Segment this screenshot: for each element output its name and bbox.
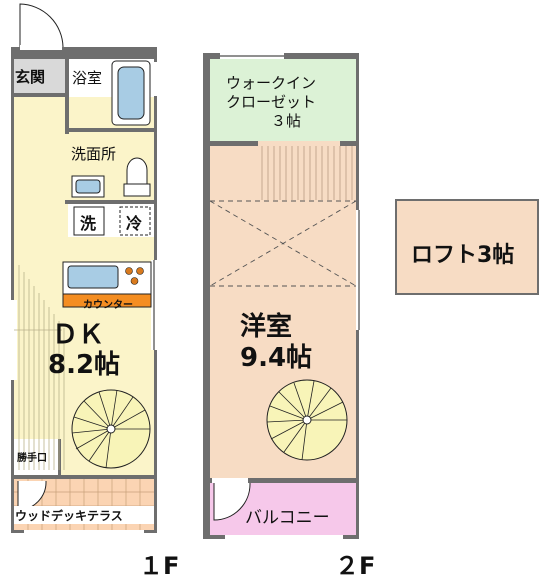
genkan-label: 玄関 xyxy=(15,68,46,86)
counter-band xyxy=(62,293,152,308)
bath-label: 浴室 xyxy=(72,69,103,87)
floor2-plan xyxy=(203,53,362,539)
western-room-label: 洋室 xyxy=(240,312,293,342)
partition-wall xyxy=(14,475,154,479)
stair-treads xyxy=(261,146,353,200)
back-door-label: 勝手口 xyxy=(17,453,47,464)
washroom-label: 洗面所 xyxy=(71,145,117,163)
fridge-box xyxy=(119,206,151,236)
stair-treads xyxy=(14,265,65,470)
deck-label-backdrop xyxy=(14,506,154,524)
wash-basin-bowl xyxy=(75,179,101,194)
window xyxy=(151,62,157,96)
floor1-label: １F xyxy=(139,552,180,580)
stove-burner xyxy=(130,277,139,285)
sink xyxy=(67,265,119,289)
toilet-bowl xyxy=(126,157,148,185)
floor2-label: ２F xyxy=(335,552,376,580)
walk-in-closet xyxy=(210,59,356,141)
partition-wall xyxy=(58,439,61,475)
loft-area xyxy=(395,199,539,295)
entry-door-opening xyxy=(20,45,62,50)
fridge-label: 冷 xyxy=(126,214,143,233)
closet-label-line1: ウォークイン xyxy=(226,74,317,92)
western-room-size-label: 9.4帖 xyxy=(240,343,313,373)
partition-wall xyxy=(65,200,154,204)
balcony-label: バルコニー xyxy=(245,508,330,528)
loft-label: ロフト3帖 xyxy=(411,243,515,268)
washer-label: 洗 xyxy=(80,214,97,233)
balcony-door-opening xyxy=(212,478,248,483)
window xyxy=(24,530,144,533)
toilet-tank xyxy=(123,183,151,197)
back-door-area xyxy=(14,439,58,475)
deck-label: ウッドデッキテラス xyxy=(15,509,123,523)
loft-void-outline xyxy=(209,200,357,287)
closet-door-opening xyxy=(258,141,340,146)
balcony-door-swing xyxy=(213,482,251,521)
counter-label: カウンター xyxy=(83,300,133,311)
stove-burner xyxy=(136,267,144,275)
window xyxy=(11,300,17,380)
stove-burner xyxy=(125,267,133,275)
entry-door-swing xyxy=(19,3,64,48)
partition-wall xyxy=(65,128,154,132)
partition-wall xyxy=(14,93,65,97)
closet-label-line2: クローゼット xyxy=(226,93,317,111)
bathtub-basin xyxy=(117,66,145,120)
window xyxy=(225,535,343,539)
partition-wall xyxy=(65,50,69,134)
dk-label: ＤＫ xyxy=(52,320,105,350)
spiral-stair-1f xyxy=(71,389,151,469)
dk-size-label: 8.2帖 xyxy=(48,350,121,380)
genkan-area xyxy=(14,59,65,93)
closet-size-label: ３帖 xyxy=(271,112,302,130)
floor1-plan xyxy=(11,3,157,533)
spiral-stair-2f xyxy=(266,379,348,461)
washer-box xyxy=(73,206,105,236)
